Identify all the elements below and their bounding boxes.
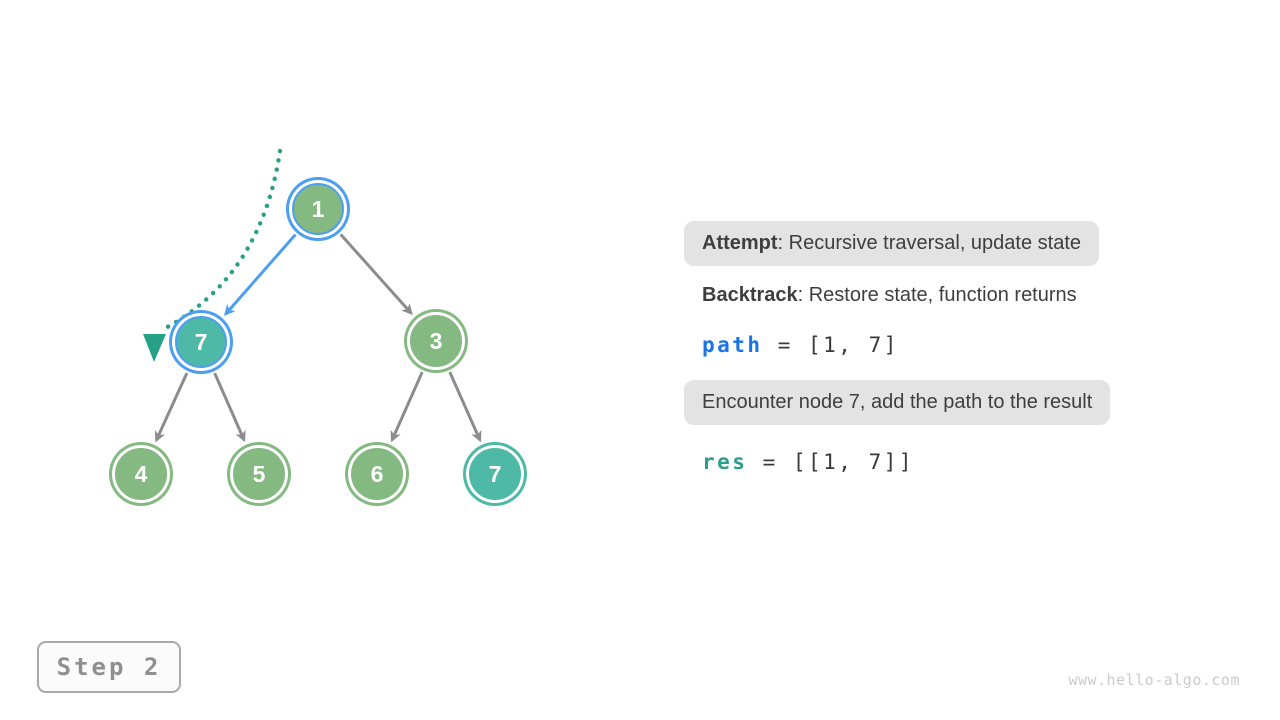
tree-edge-1-3 xyxy=(339,233,413,316)
watermark: www.hello-algo.com xyxy=(1068,671,1240,689)
tree-node-6: 6 xyxy=(351,448,403,500)
encounter-text: Encounter node 7, add the path to the re… xyxy=(702,391,1093,413)
path-variable: path xyxy=(702,333,763,357)
tree-node-3: 3 xyxy=(410,315,462,367)
attempt-label: Attempt xyxy=(702,232,778,254)
tree-edge-1-7 xyxy=(223,233,297,316)
backtrack-trace-dotted xyxy=(157,148,283,334)
tree-node-4: 4 xyxy=(115,448,167,500)
path-code-line: path = [1, 7] xyxy=(702,333,899,357)
tree-edge-3-7 xyxy=(448,371,482,443)
res-variable: res xyxy=(702,450,748,474)
res-value: = [[1, 7]] xyxy=(747,450,915,474)
path-value: = [1, 7] xyxy=(762,333,899,357)
tree-node-7: 7 xyxy=(469,448,521,500)
backtrack-trace-arrowhead xyxy=(143,334,166,362)
tree-edge-3-6 xyxy=(390,371,424,443)
tree-node-1: 1 xyxy=(292,183,344,235)
tree-node-5: 5 xyxy=(233,448,285,500)
backtrack-text: : Restore state, function returns xyxy=(797,284,1077,306)
tree-edge-7-5 xyxy=(213,372,246,443)
tree-edge-7-4 xyxy=(154,372,189,443)
encounter-callout: Encounter node 7, add the path to the re… xyxy=(684,380,1111,425)
backtrack-line: Backtrack: Restore state, function retur… xyxy=(702,273,1077,317)
attempt-text: : Recursive traversal, update state xyxy=(777,232,1082,254)
attempt-callout: Attempt: Recursive traversal, update sta… xyxy=(684,221,1100,266)
step-badge: Step 2 xyxy=(37,641,181,693)
backtrack-label: Backtrack xyxy=(702,284,798,306)
tree-node-7: 7 xyxy=(175,316,227,368)
res-code-line: res = [[1, 7]] xyxy=(702,450,914,474)
